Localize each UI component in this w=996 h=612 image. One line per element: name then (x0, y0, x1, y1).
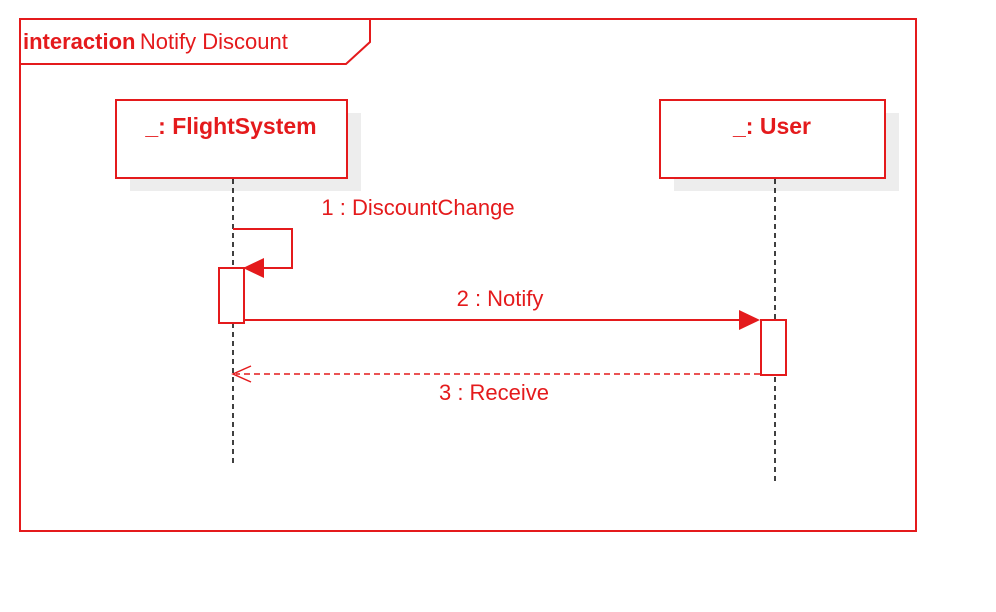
message-2-label: 2 : Notify (457, 286, 544, 311)
frame-title: Notify Discount (140, 29, 288, 54)
lifeline-head-flightsystem[interactable] (115, 99, 348, 179)
lifeline-head-user[interactable] (659, 99, 886, 179)
lifeline-title-user: _: User (732, 113, 811, 139)
frame-keyword: interaction (23, 29, 135, 54)
message-3-reply[interactable]: 3 : Receive (231, 365, 760, 405)
message-1-label: 1 : DiscountChange (321, 195, 514, 220)
lifeline-title-flightsystem: _: FlightSystem (144, 113, 316, 139)
message-3-arrowhead (231, 365, 252, 383)
message-1-self-call[interactable]: 1 : DiscountChange (233, 195, 515, 278)
frame-name-tab (20, 19, 371, 65)
lifeline-user[interactable]: _: User (659, 99, 899, 485)
activation-bar-flightsystem (218, 267, 245, 324)
message-2-call[interactable]: 2 : Notify (244, 286, 760, 330)
message-2-arrowhead (739, 310, 760, 330)
message-1-arrowhead (243, 258, 264, 278)
activation-bar-user (760, 319, 787, 376)
message-1-line (233, 228, 293, 269)
message-3-label: 3 : Receive (439, 380, 549, 405)
lifeline-flightsystem[interactable]: _: FlightSystem (115, 99, 361, 463)
frame-heading: interaction Notify Discount (23, 29, 288, 54)
interaction-frame (19, 18, 917, 532)
